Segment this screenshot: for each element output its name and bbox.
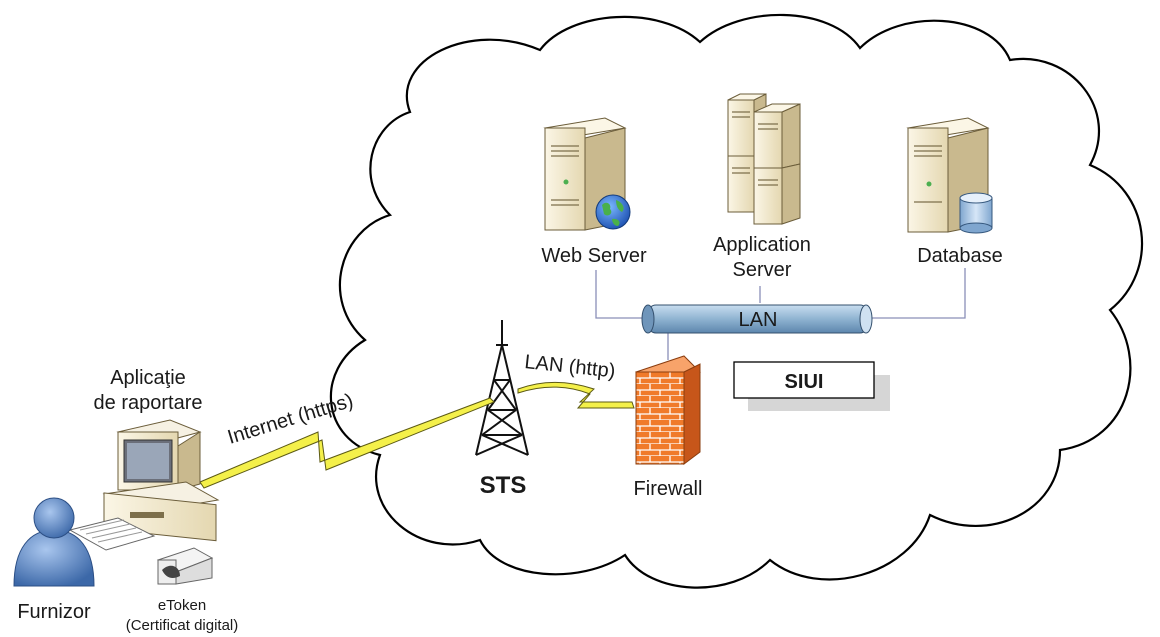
database-node: Database [906,117,1003,267]
web-server-label: Web Server [541,245,647,267]
lan-bus-label: LAN [739,309,778,331]
etoken-label-line2: (Certificat digital) [126,617,239,634]
supplier-node: Furnizor [13,497,95,623]
reporting-app-label-line2: de raportare [94,392,203,414]
web-server-node: Web Server [541,117,647,267]
etoken-label-line1: eToken [158,597,206,614]
computer-icon [68,419,220,551]
reporting-app-node: Aplicaţie de raportare [68,367,220,551]
application-server-label-line2: Server [733,259,792,281]
supplier-label: Furnizor [17,601,91,623]
reporting-app-label-line1: Aplicaţie [110,367,186,389]
sts-node: STS [475,320,529,499]
database-cylinder-icon [959,192,993,234]
lan-connectors [595,268,966,360]
database-label: Database [917,245,1003,267]
firewall-node: Firewall [634,355,703,500]
application-server-node: Application Server [713,93,811,281]
application-server-label-line1: Application [713,234,811,256]
siui-label: SIUI [785,371,824,393]
user-icon [13,497,95,587]
tower-antenna-icon [475,320,529,456]
lan-bus: LAN [641,304,873,334]
globe-icon [595,194,631,230]
etoken-icon [156,547,214,585]
sts-label: STS [480,472,527,499]
firewall-icon [635,355,701,465]
siui-box: SIUI [733,361,890,411]
etoken-node: eToken (Certificat digital) [126,547,239,634]
firewall-label: Firewall [634,478,703,500]
